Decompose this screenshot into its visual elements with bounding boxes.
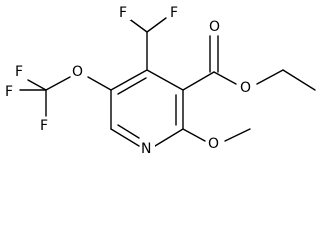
bond-ring-c5-c4-inner bbox=[117, 77, 147, 95]
bond-o-ch2 bbox=[256, 69, 284, 85]
atom-f-cf3-top: F bbox=[15, 64, 23, 80]
bond-ring-c2-n bbox=[154, 128, 184, 147]
bond-ring-n-c6-inner bbox=[117, 124, 140, 139]
atom-n-ring: N bbox=[141, 141, 151, 157]
structure-diagram: F F O O F F F O N O bbox=[3, 4, 316, 157]
bond-cf3-f-top bbox=[27, 79, 47, 91]
bond-c2-o-methoxy bbox=[182, 128, 206, 142]
bond-ring-c5-c4 bbox=[110, 69, 148, 91]
atom-o-ester: O bbox=[240, 80, 251, 96]
atom-o-carbonyl: O bbox=[209, 19, 220, 35]
bond-o-cf3 bbox=[45, 76, 71, 91]
atom-f-cf3-left: F bbox=[5, 84, 13, 100]
atom-f-top-right: F bbox=[170, 5, 178, 21]
bond-ring-n-c6 bbox=[110, 128, 140, 147]
bond-c3-carbonyl-c bbox=[182, 71, 215, 91]
bonds bbox=[19, 17, 316, 147]
bond-chf2-f-right bbox=[146, 17, 167, 33]
atom-labels: F F O O F F F O N O bbox=[3, 4, 255, 157]
atom-o-ether: O bbox=[72, 64, 83, 80]
bond-chf2-f-left bbox=[127, 17, 148, 33]
bond-c5-o-ether bbox=[87, 76, 112, 91]
bond-ring-c4-c3 bbox=[146, 69, 184, 91]
bond-o-ch3 bbox=[224, 128, 251, 142]
bond-ch2-ch3 bbox=[282, 69, 316, 91]
bond-c-o-ester bbox=[213, 71, 237, 85]
atom-o-methoxy: O bbox=[208, 136, 219, 152]
atom-f-top-left: F bbox=[119, 5, 127, 21]
atom-f-cf3-bottom: F bbox=[40, 118, 48, 134]
